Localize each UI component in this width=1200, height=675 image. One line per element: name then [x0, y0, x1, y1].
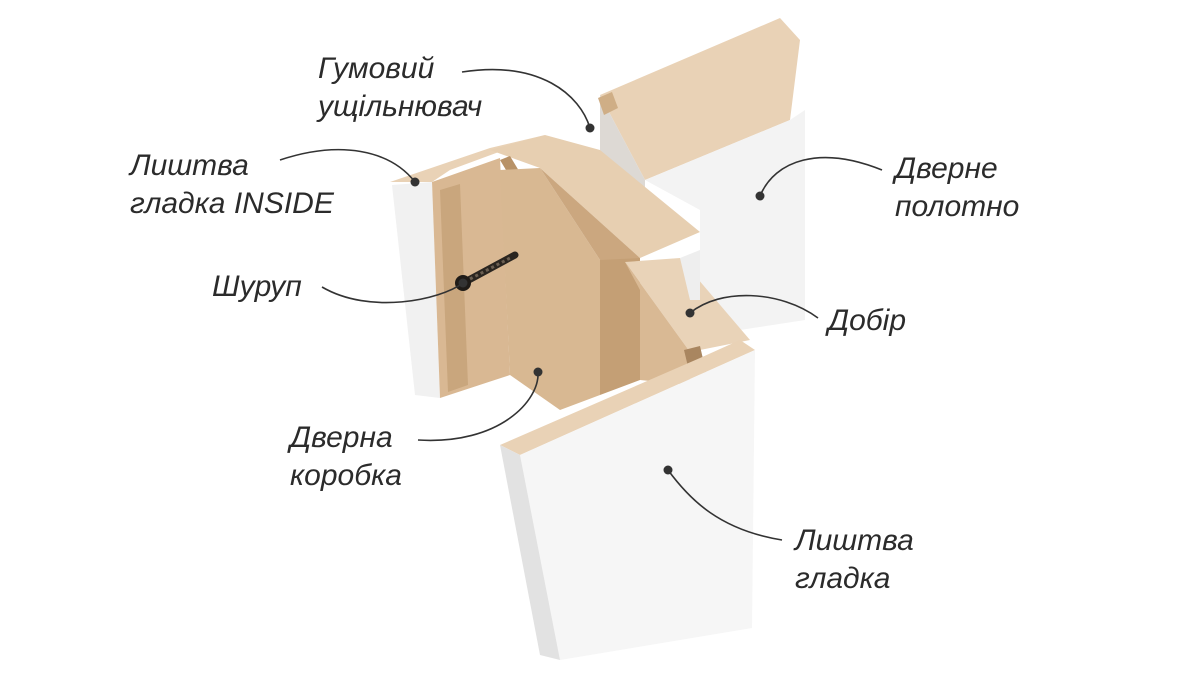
label-frame-line2: коробка: [290, 459, 402, 492]
casing-smooth-front: [520, 350, 755, 660]
leader-screw: [321, 282, 464, 304]
leader-door-leaf-dot: [755, 191, 765, 201]
label-seal: Гумовий ущільнювач: [316, 52, 482, 123]
door-leaf-rebate: [598, 92, 618, 115]
label-door-leaf-line1: Дверне: [892, 152, 998, 185]
label-casing-smooth-line1: Лиштва: [793, 524, 914, 557]
leader-seal: [461, 68, 591, 129]
leader-frame: [417, 371, 539, 442]
leader-extension-dot: [685, 308, 695, 318]
extension-top: [625, 258, 750, 352]
extension-white-wall: [680, 250, 700, 300]
leader-door-leaf: [759, 156, 883, 197]
leader-casing-smooth: [667, 469, 783, 541]
leader-frame-dot: [533, 367, 543, 377]
frame-top: [490, 135, 700, 258]
frame-side: [600, 258, 640, 395]
leader-casing-inside-dot: [410, 177, 420, 187]
leader-lines: [279, 68, 883, 541]
label-door-leaf-line2: полотно: [895, 190, 1019, 223]
label-seal-line2: ущільнювач: [316, 90, 482, 123]
casing-smooth-side: [500, 445, 560, 660]
leader-extension: [689, 294, 819, 319]
door-leaf-top-edge: [600, 18, 800, 180]
extension-face: [625, 262, 690, 385]
casing-smooth: [500, 340, 755, 660]
label-seal-line1: Гумовий: [318, 52, 435, 85]
label-extension: Добір: [825, 304, 906, 337]
casing-inside: [390, 135, 545, 398]
door-leaf-face: [645, 110, 805, 330]
label-screw-line1: Шуруп: [212, 270, 302, 303]
label-extension-line1: Добір: [825, 304, 906, 337]
leader-screw-dot: [458, 278, 468, 288]
extension-board: [625, 250, 750, 385]
door-frame: [490, 135, 700, 410]
label-frame: Дверна коробка: [287, 421, 402, 492]
label-casing-inside-line2: гладка INSIDE: [130, 187, 335, 220]
frame-face: [500, 168, 600, 410]
label-frame-line1: Дверна: [287, 421, 393, 454]
leader-casing-smooth-dot: [663, 465, 673, 475]
leader-seal-dot: [585, 123, 595, 133]
label-door-leaf: Дверне полотно: [892, 152, 1019, 223]
frame-inner-step: [540, 168, 640, 280]
label-casing-smooth-line2: гладка: [795, 562, 891, 595]
label-casing-inside: Лиштва гладка INSIDE: [128, 149, 335, 220]
label-casing-inside-line1: Лиштва: [128, 149, 249, 182]
labels: Гумовий ущільнювач Лиштва гладка INSIDE …: [128, 52, 1019, 595]
label-casing-smooth: Лиштва гладка: [793, 524, 922, 595]
leader-casing-inside: [279, 148, 416, 183]
label-screw: Шуруп: [212, 270, 302, 303]
screw-shaft: [461, 251, 519, 286]
casing-inside-white-side: [392, 182, 440, 398]
screw-thread: [469, 255, 513, 281]
casing-smooth-top: [500, 340, 755, 455]
